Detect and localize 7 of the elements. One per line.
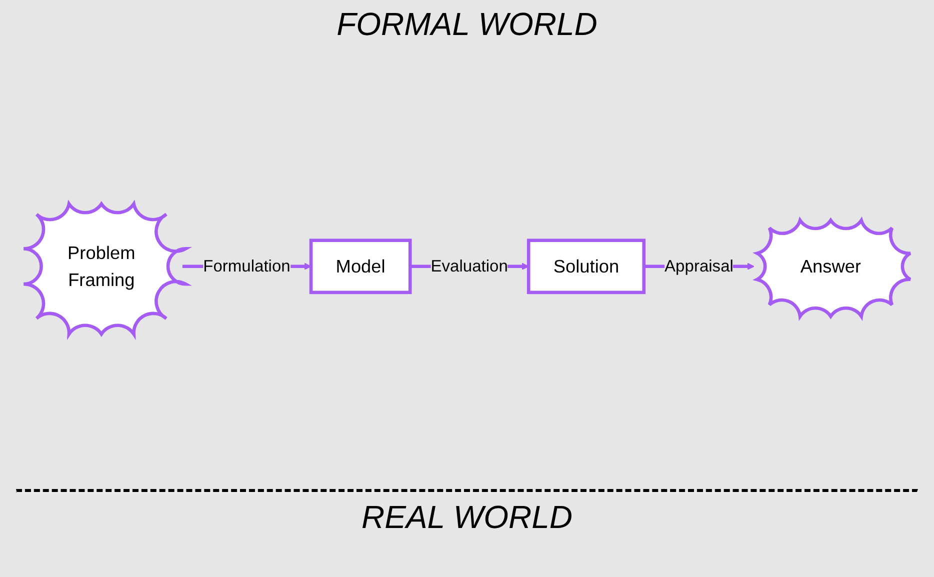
- edge-label: Evaluation: [430, 257, 508, 276]
- edge-label: Formulation: [203, 257, 290, 276]
- node-box: Solution: [526, 238, 646, 294]
- edge-label: Appraisal: [664, 257, 734, 276]
- node-box: Model: [309, 238, 412, 294]
- world-label: FORMAL WORLD: [336, 6, 598, 43]
- world-label: REAL WORLD: [361, 499, 572, 536]
